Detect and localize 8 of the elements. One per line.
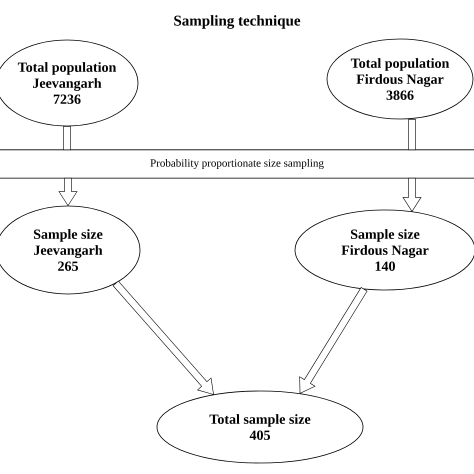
hollow-arrow <box>402 178 422 212</box>
hollow-arrow <box>112 280 214 395</box>
hollow-arrow <box>299 287 368 394</box>
hollow-arrow <box>408 119 416 150</box>
sampling-band: Probability proportionate size sampling <box>0 149 474 179</box>
title: Sampling technique <box>174 15 300 29</box>
hollow-arrow <box>58 178 78 206</box>
hollow-arrow <box>63 126 71 150</box>
